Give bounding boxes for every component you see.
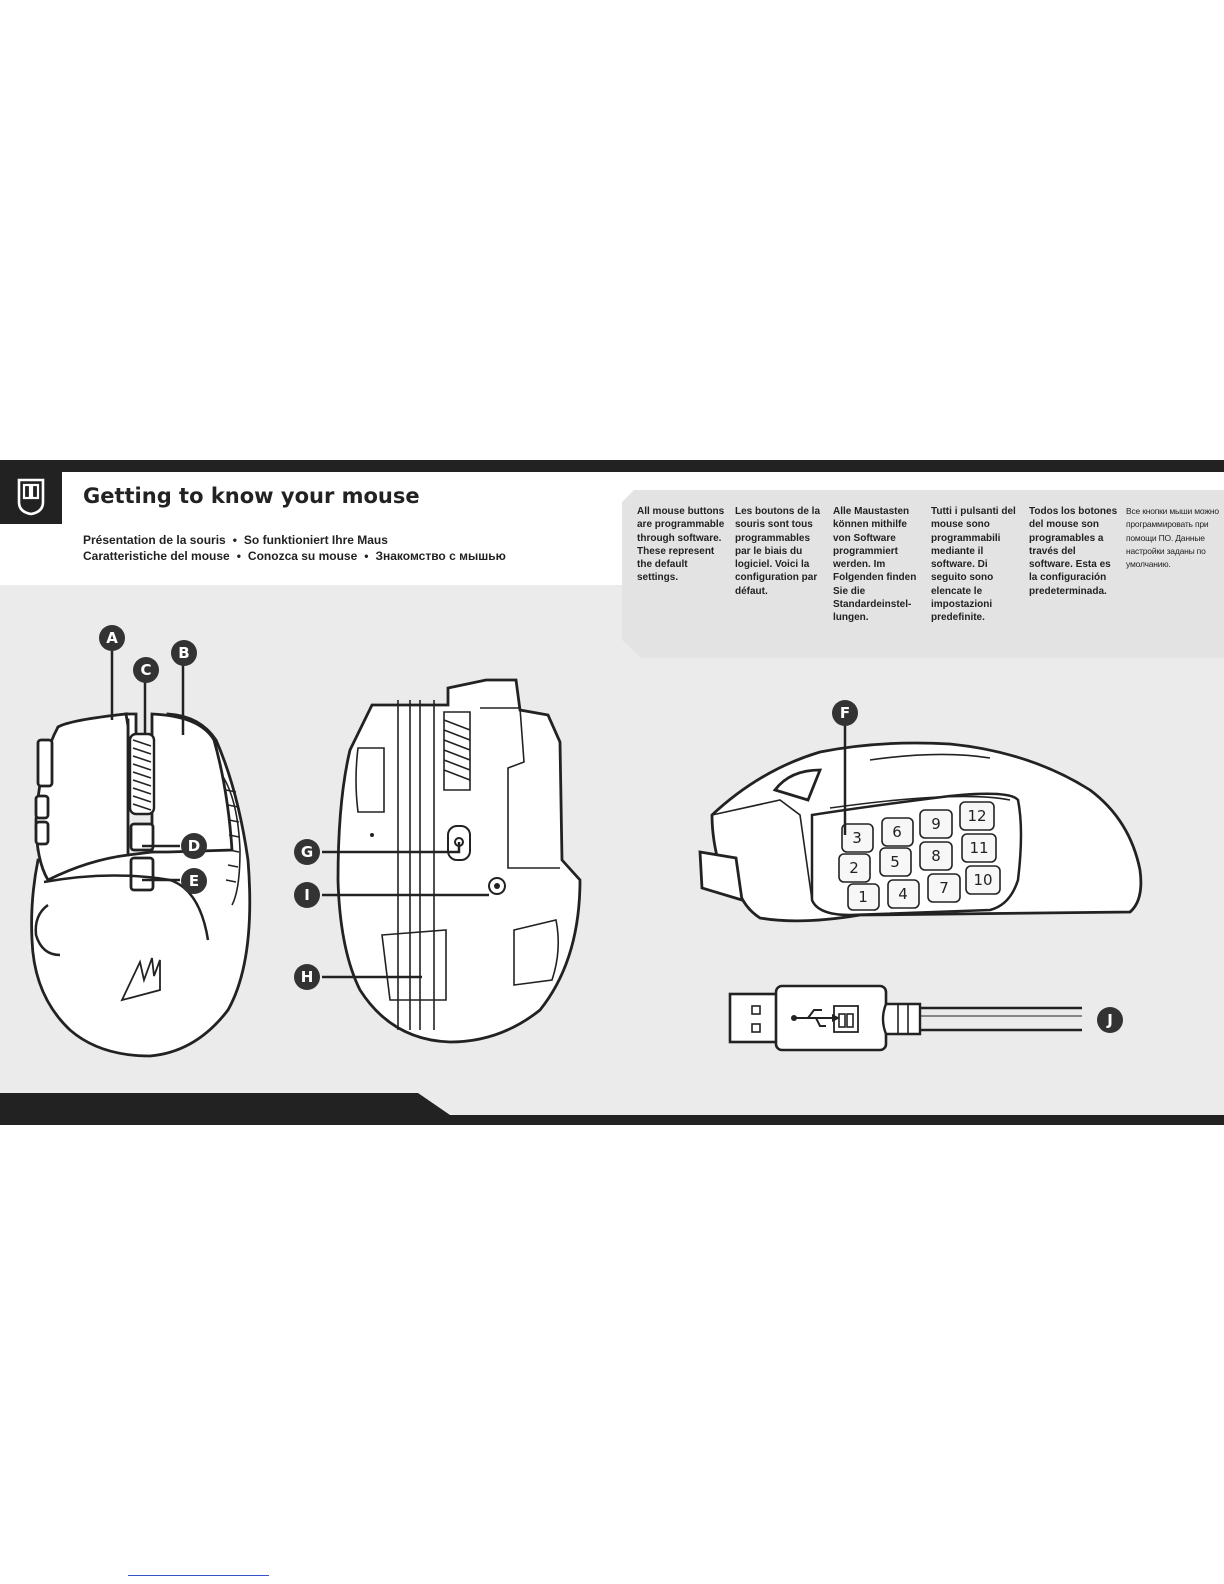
svg-text:A: A	[106, 629, 118, 647]
svg-text:I: I	[304, 886, 310, 904]
leader-g	[322, 842, 461, 854]
scroll-wheel-texture	[132, 739, 152, 811]
key-9	[919, 809, 953, 839]
callout-b: B	[171, 640, 197, 666]
key-10	[965, 865, 1001, 895]
key-label: 7	[939, 879, 949, 897]
note-ru: Все кнопки мыши можно программировать пр…	[1126, 506, 1219, 570]
note-en: All mouse buttons are programmable throu…	[637, 506, 725, 584]
key-label: 11	[969, 839, 988, 857]
note-it: Tutti i pulsanti del mouse sono programm…	[931, 506, 1016, 624]
callout-a: A	[99, 625, 125, 651]
svg-text:D: D	[188, 837, 200, 855]
callout-f: F	[832, 700, 858, 726]
callout-i: I	[294, 882, 320, 908]
button-e	[129, 856, 155, 892]
callout-j: J	[1097, 1007, 1123, 1033]
callout-g: G	[294, 839, 320, 865]
svg-text:B: B	[178, 644, 189, 662]
svg-text:E: E	[189, 872, 199, 890]
callout-leaders	[110, 650, 847, 979]
key-label: 1	[858, 888, 868, 906]
callout-c: C	[133, 657, 159, 683]
section-badge	[0, 468, 62, 524]
key-4	[887, 879, 920, 909]
key-2	[838, 853, 871, 883]
top-rule	[0, 460, 1224, 472]
separator: •	[232, 533, 237, 547]
mouse-side-view: 3 2 1 6 5 4 9 8 7 12 11 10	[698, 741, 1143, 923]
usb-cable	[728, 984, 1082, 1052]
separator: •	[364, 549, 369, 563]
key-3	[841, 823, 874, 853]
key-1	[847, 883, 880, 911]
key-label: 9	[931, 815, 941, 833]
key-7	[927, 873, 961, 903]
key-label: 10	[973, 871, 992, 889]
mouse-section-icon	[17, 478, 45, 516]
subtitle-line-2: Caratteristiche del mouse • Conozca su mou…	[83, 549, 506, 563]
subtitle-line-1: Présentation de la souris • So funktionier…	[83, 533, 388, 547]
key-label: 2	[849, 859, 859, 877]
svg-text:F: F	[840, 704, 850, 722]
callout-e: E	[181, 868, 207, 894]
subtitle-de: So funktioniert Ihre Maus	[243, 533, 388, 547]
mouse-top-view	[30, 712, 252, 1058]
key-8	[919, 841, 953, 871]
button-d	[129, 822, 155, 852]
side-keypad: 3 2 1 6 5 4 9 8 7 12 11 10	[838, 801, 1001, 911]
note-es: Todos los botones del mouse son programa…	[1029, 506, 1118, 597]
note-fr: Les boutons de la souris sont tous progr…	[735, 506, 821, 597]
callout-h: H	[294, 964, 320, 990]
subtitle-it: Caratteristiche del mouse	[83, 549, 230, 563]
bottom-rule	[0, 1115, 1224, 1125]
note-de: Alle Maustasten können mithilfe von Soft…	[833, 506, 917, 624]
key-label: 12	[967, 807, 986, 825]
page-title: Getting to know your mouse	[83, 484, 420, 508]
page-link-underline[interactable]	[128, 1575, 269, 1576]
callout-d: D	[181, 833, 207, 859]
subtitle-es: Conozca su mouse	[247, 549, 358, 563]
key-11	[961, 833, 997, 863]
svg-text:G: G	[301, 843, 313, 861]
key-5	[879, 847, 912, 877]
key-6	[881, 817, 914, 847]
subtitle-fr: Présentation de la souris	[83, 533, 226, 547]
key-label: 8	[931, 847, 941, 865]
notes-box	[622, 490, 1224, 658]
key-12	[959, 801, 995, 831]
key-label: 3	[852, 829, 862, 847]
svg-text:J: J	[1106, 1011, 1113, 1029]
subtitle-ru: Знакомство с мышью	[375, 549, 506, 563]
mouse-bottom-view	[336, 678, 582, 1044]
key-label: 5	[890, 853, 900, 871]
corsair-logo-icon	[120, 957, 161, 1002]
key-label: 4	[898, 885, 908, 903]
svg-text:H: H	[301, 968, 314, 986]
key-label: 6	[892, 823, 902, 841]
svg-text:C: C	[140, 661, 151, 679]
separator: •	[236, 549, 241, 563]
